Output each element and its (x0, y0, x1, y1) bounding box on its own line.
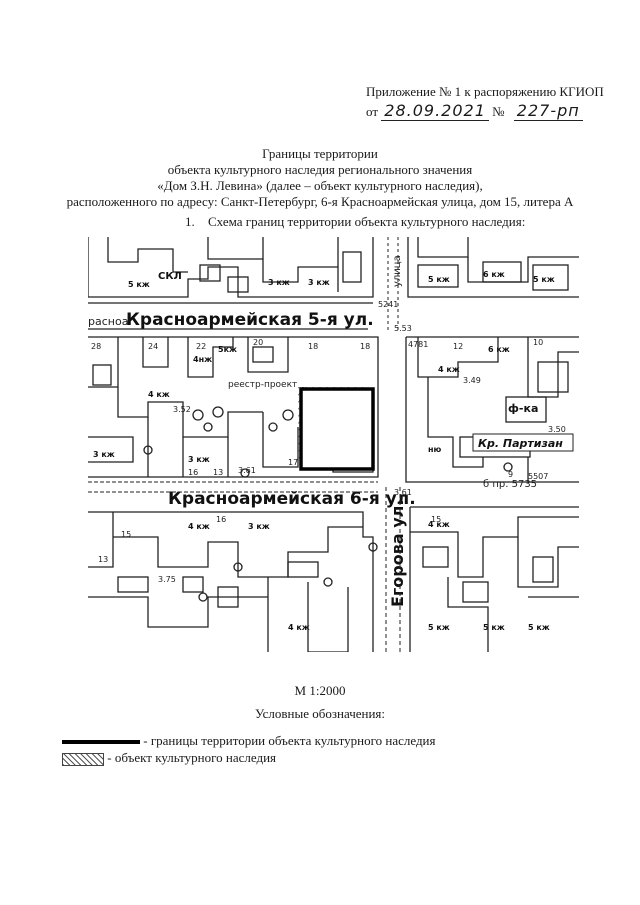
building-label: ню (428, 445, 442, 454)
building-label: 5 кж (533, 275, 555, 284)
building-label: 4 кж (188, 522, 210, 531)
block-north (88, 237, 374, 298)
elevation-4781: 4781 (408, 340, 428, 349)
legend-title: Условные обозначения: (254, 706, 386, 721)
section-heading-text: Схема границ территории объекта культурн… (208, 214, 526, 229)
street-top-label: улица (392, 255, 403, 287)
lot-number: 12 (453, 342, 463, 351)
street-5-cut-label: расноа (88, 315, 128, 328)
lot-number: 13 (98, 555, 108, 564)
block-south-right (409, 506, 579, 652)
street-5-label: Красноармейская 5-я ул. (126, 310, 374, 330)
elevation-553: 5.53 (394, 324, 412, 333)
boundary-line-symbol (62, 740, 140, 745)
legend-item-boundary-label: - границы территории объекта культурного… (143, 733, 436, 748)
building-label: 5 кж (483, 623, 505, 632)
elevation-349: 3.49 (463, 376, 481, 385)
building-label: 5 кж (428, 623, 450, 632)
shop-label: Кр. Партизан (478, 437, 563, 450)
elevation-361: 3.61 (394, 488, 412, 497)
section-number: 1. (185, 214, 195, 229)
building-label: 6 кж (483, 270, 505, 279)
building-label: 4 кж (148, 390, 170, 399)
building-label: 5 кж (128, 280, 150, 289)
street-egorova-label: Егорова ул. (388, 500, 407, 607)
block-north-east (407, 237, 579, 298)
title-line-2: объекта культурного наследия регионально… (167, 162, 473, 177)
lot-number: 22 (196, 342, 206, 351)
building-label: 3 кж (308, 278, 330, 287)
building-label: 3 кж (248, 522, 270, 531)
elevation-5507: 5507 (528, 472, 548, 481)
territory-map: Красноармейская 5-я ул. расноа Красноарм… (88, 237, 579, 652)
lot-number: 15 (431, 515, 441, 524)
section-heading: 1. Схема границ территории объекта культ… (185, 214, 525, 230)
building-label: 5 кж (528, 623, 550, 632)
lot-number: 17 (288, 458, 298, 467)
elevation-350: 3.50 (548, 425, 566, 434)
lot-number: 13 (213, 468, 223, 477)
building-label: 5 кж (428, 275, 450, 284)
lot-number: 9 (508, 470, 513, 479)
building-label: 4 кж (288, 623, 310, 632)
appendix-date-line: от 28.09.2021 № 227-рп (366, 101, 583, 121)
lot-number: 18 (308, 342, 318, 351)
appendix-caption: Приложение № 1 к распоряжению КГИОП (366, 84, 604, 99)
number-value: 227-рп (513, 101, 583, 121)
elevation-661: 3.61 (238, 466, 256, 475)
building-label: 3 кж (93, 450, 115, 459)
date-value: 28.09.2021 (381, 101, 489, 121)
lane-label: б пр. 5735 (483, 479, 537, 490)
building-label: 5кж (218, 345, 237, 354)
register-label: реестр-проект (228, 380, 297, 390)
lot-number: 28 (91, 342, 101, 351)
building-label: 6 кж (488, 345, 510, 354)
block-middle-right (405, 336, 579, 483)
legend-item-heritage: - объект культурного наследия (62, 750, 276, 766)
lot-number: 10 (533, 338, 543, 347)
street-6-label: Красноармейская 6-я ул. (168, 489, 416, 509)
number-sign: № (492, 104, 505, 119)
lot-number: 16 (216, 515, 226, 524)
elevation-5241: 5241 (378, 300, 398, 309)
building-label: 4 кж (438, 365, 460, 374)
building-label: 3 кж (188, 455, 210, 464)
skl-label: СКЛ (158, 271, 182, 282)
pharmacy-label: ф-ка (508, 402, 538, 415)
lot-number: 20 (253, 338, 263, 347)
map-scale: М 1:2000 (294, 683, 346, 698)
block-south-left (88, 511, 378, 652)
date-prefix: от (366, 104, 379, 119)
lot-number: 16 (188, 468, 198, 477)
title-line-4: расположенного по адресу: Санкт-Петербур… (66, 194, 574, 209)
building-label: 4нж (193, 355, 212, 364)
shop-label-box: Кр. Партизан (472, 433, 574, 452)
lot-number: 24 (148, 342, 158, 351)
elevation-352: 3.52 (173, 405, 191, 414)
building-label: 3 кж (268, 278, 290, 287)
building-label: 4 кж (428, 520, 450, 529)
territory-boundary (299, 387, 375, 471)
title-line-1: Границы территории (262, 146, 378, 161)
hatch-symbol (62, 752, 104, 766)
elevation-375: 3.75 (158, 575, 176, 584)
legend-item-boundary: - границы территории объекта культурного… (62, 733, 436, 749)
map-svg: Красноармейская 5-я ул. расноа Красноарм… (88, 237, 579, 652)
title-line-3: «Дом З.Н. Левина» (далее – объект культу… (157, 178, 483, 193)
lot-number: 15 (121, 530, 131, 539)
lot-number: 18 (360, 342, 370, 351)
legend-item-heritage-label: - объект культурного наследия (107, 750, 277, 765)
